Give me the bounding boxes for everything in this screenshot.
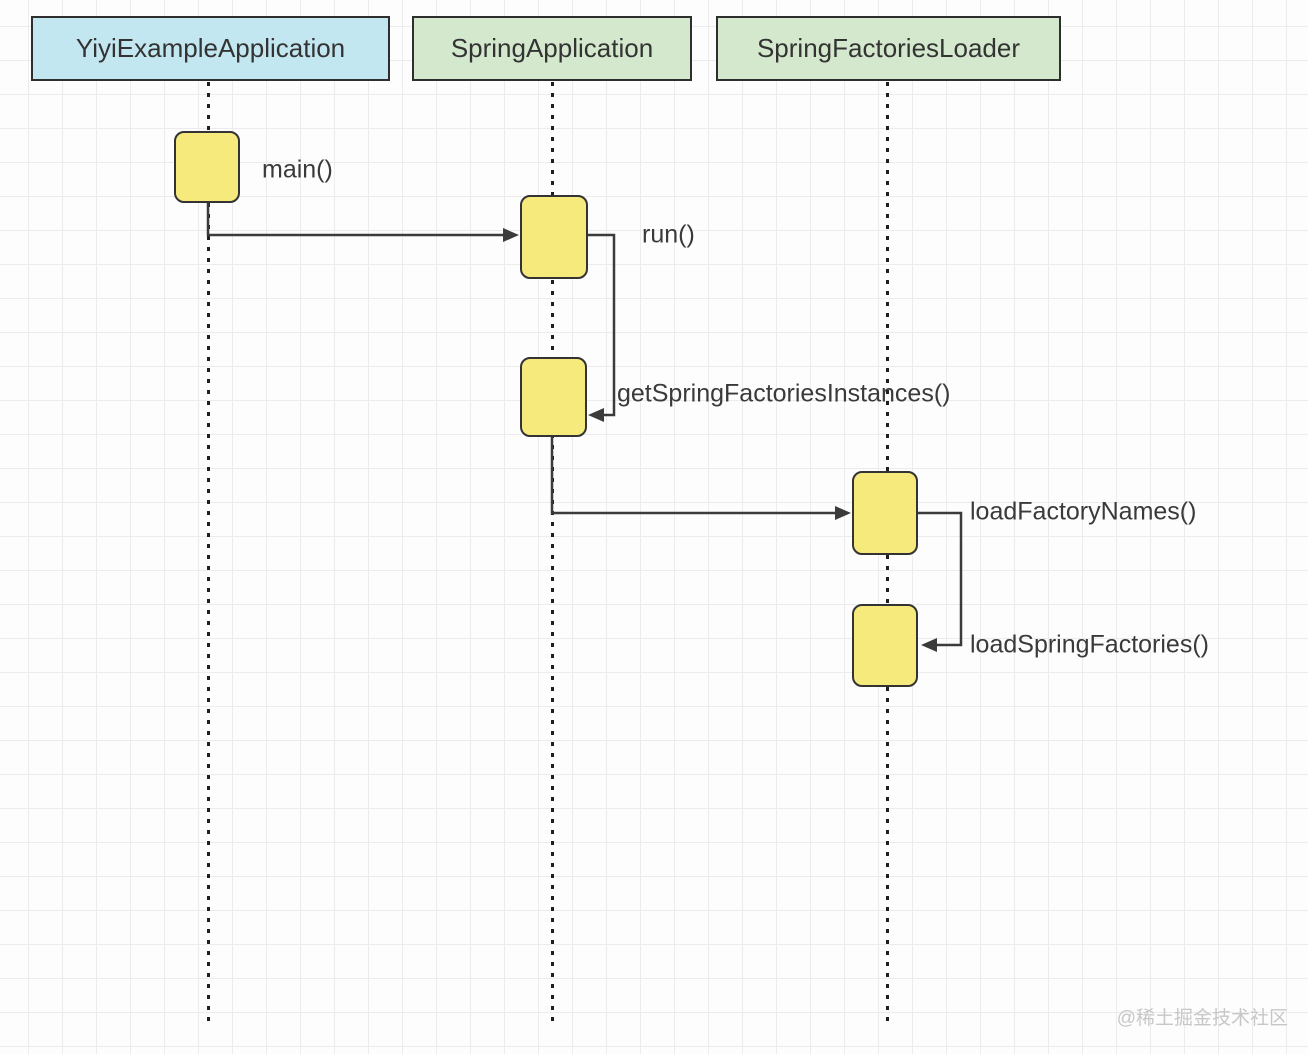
actor-yiyi-example-application: YiyiExampleApplication: [31, 16, 390, 81]
arrowhead-get-spring-factories-instances: [588, 408, 604, 422]
actor-label: YiyiExampleApplication: [75, 33, 346, 63]
arrowhead-load-spring-factories: [921, 638, 937, 652]
actor-label: SpringApplication: [450, 33, 654, 63]
actor-spring-factories-loader: SpringFactoriesLoader: [716, 16, 1061, 81]
juejin-watermark: @稀土掘金技术社区: [1116, 1008, 1288, 1029]
message-line-get-spring-factories-instances-selfcall: [588, 233, 616, 417]
lifeline-spring-application: [551, 82, 554, 1028]
message-line-run-call: [206, 203, 504, 237]
lifeline-yiyi-example-application: [207, 82, 210, 1028]
activation-get-spring-factories-instances: [520, 357, 587, 437]
actor-spring-application: SpringApplication: [412, 16, 692, 81]
activation-load-spring-factories: [852, 604, 918, 687]
message-label-load-spring-factories: loadSpringFactories(): [970, 630, 1209, 659]
message-line-load-spring-factories-selfcall: [918, 511, 963, 647]
arrowhead-load-factory-names: [835, 506, 851, 520]
message-line-load-factory-names-call: [550, 437, 835, 515]
message-label-run: run(): [642, 220, 695, 249]
message-label-load-factory-names: loadFactoryNames(): [970, 497, 1197, 526]
message-label-get-spring-factories-instances: getSpringFactoriesInstances(): [617, 379, 951, 408]
activation-run: [520, 195, 588, 279]
message-label-main: main(): [262, 155, 333, 184]
activation-main: [174, 131, 240, 203]
actor-label: SpringFactoriesLoader: [756, 33, 1021, 63]
lifeline-spring-factories-loader: [886, 82, 889, 1028]
arrowhead-run-call: [503, 228, 519, 242]
activation-load-factory-names: [852, 471, 918, 555]
